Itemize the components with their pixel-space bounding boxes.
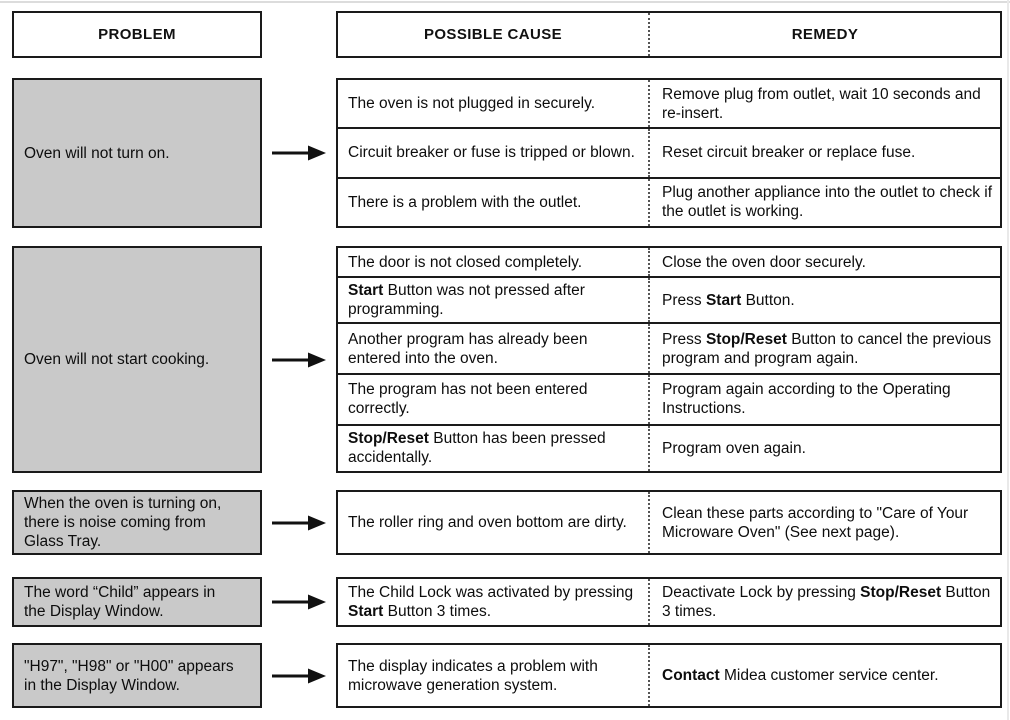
remedy-text: Reset circuit breaker or replace fuse.: [662, 144, 916, 162]
cause-text: The door is not closed completely.: [348, 253, 583, 271]
cause-cell: Start Button was not pressed after progr…: [338, 278, 650, 322]
cause-cell: Another program has already been entered…: [338, 323, 650, 374]
table-row: Start Button was not pressed after progr…: [338, 276, 1000, 322]
problem-box: The word “Child” appears in the Display …: [12, 577, 262, 627]
remedy-text: Plug another appliance into the outlet t…: [662, 184, 993, 221]
remedy-cell: Program again according to the Operating…: [650, 375, 1000, 423]
problem-text: Oven will not turn on.: [24, 144, 170, 162]
page-top-edge-line: [0, 1, 1010, 3]
cause-cell: The oven is not plugged in securely.: [338, 80, 650, 128]
problem-box: Oven will not turn on.: [12, 78, 262, 228]
remedy-text: Press Start Button.: [662, 291, 795, 309]
problem-text: The word “Child” appears in the Display …: [24, 584, 216, 620]
cause-remedy-rows: The display indicates a problem with mic…: [336, 643, 1002, 708]
troubleshooting-group: Oven will not start cooking. The door is…: [0, 246, 1010, 473]
remedy-text: Remove plug from outlet, wait 10 seconds…: [662, 85, 981, 122]
troubleshooting-group: When the oven is turning on, there is no…: [0, 490, 1010, 555]
cause-text: Start Button was not pressed after progr…: [348, 282, 585, 319]
cause-cell: The door is not closed completely.: [338, 248, 650, 277]
remedy-cell: Program oven again.: [650, 426, 1000, 471]
problem-header-label: PROBLEM: [98, 26, 176, 43]
remedy-text: Program again according to the Operating…: [662, 381, 951, 418]
remedy-text: Clean these parts according to "Care of …: [662, 504, 969, 541]
problem-column-header: PROBLEM: [12, 11, 262, 58]
troubleshooting-group: Oven will not turn on. The oven is not p…: [0, 78, 1010, 228]
table-row: Another program has already been entered…: [338, 321, 1000, 374]
troubleshooting-group: "H97", "H98" or "H00" appears in the Dis…: [0, 643, 1010, 708]
arrow-right-icon: [268, 246, 330, 473]
cause-text: Circuit breaker or fuse is tripped or bl…: [348, 144, 635, 162]
remedy-cell: Reset circuit breaker or replace fuse.: [650, 129, 1000, 176]
possible-cause-header-cell: POSSIBLE CAUSE: [338, 13, 650, 56]
cause-text: Another program has already been entered…: [348, 330, 588, 367]
cause-text: There is a problem with the outlet.: [348, 193, 582, 211]
arrow-right-icon: [268, 78, 330, 228]
arrow-right-icon: [268, 490, 330, 555]
remedy-text: Program oven again.: [662, 439, 806, 457]
cause-remedy-rows: The Child Lock was activated by pressing…: [336, 577, 1002, 627]
problem-box: Oven will not start cooking.: [12, 246, 262, 473]
cause-remedy-column-header: POSSIBLE CAUSE REMEDY: [336, 11, 1002, 58]
remedy-cell: Plug another appliance into the outlet t…: [650, 179, 1000, 226]
cause-cell: The roller ring and oven bottom are dirt…: [338, 492, 650, 553]
cause-text: The roller ring and oven bottom are dirt…: [348, 514, 627, 531]
cause-cell: The Child Lock was activated by pressing…: [338, 579, 650, 625]
remedy-cell: Remove plug from outlet, wait 10 seconds…: [650, 80, 1000, 127]
arrow-right-icon: [268, 643, 330, 708]
remedy-cell: Clean these parts according to "Care of …: [650, 492, 1000, 553]
problem-box: "H97", "H98" or "H00" appears in the Dis…: [12, 643, 262, 708]
table-row: The door is not closed completely. Close…: [338, 248, 1000, 277]
cause-cell: Stop/Reset Button has been pressed accid…: [338, 425, 650, 471]
cause-cell: There is a problem with the outlet.: [338, 178, 650, 226]
remedy-cell: Press Start Button.: [650, 278, 1000, 322]
remedy-cell: Press Stop/Reset Button to cancel the pr…: [650, 324, 1000, 373]
cause-remedy-rows: The roller ring and oven bottom are dirt…: [336, 490, 1002, 555]
remedy-cell: Contact Midea customer service center.: [650, 645, 1000, 706]
table-row: Stop/Reset Button has been pressed accid…: [338, 423, 1000, 471]
table-row: The display indicates a problem with mic…: [338, 645, 1000, 706]
troubleshooting-group: The word “Child” appears in the Display …: [0, 577, 1010, 627]
cause-cell: The display indicates a problem with mic…: [338, 645, 650, 706]
problem-text: "H97", "H98" or "H00" appears in the Dis…: [24, 657, 234, 694]
table-row: The oven is not plugged in securely. Rem…: [338, 80, 1000, 128]
cause-remedy-rows: The door is not closed completely. Close…: [336, 246, 1002, 473]
remedy-cell: Deactivate Lock by pressing Stop/Reset B…: [650, 579, 1000, 625]
cause-text: The display indicates a problem with mic…: [348, 657, 598, 694]
table-row: The Child Lock was activated by pressing…: [338, 579, 1000, 625]
problem-text: When the oven is turning on, there is no…: [24, 495, 222, 550]
table-row: Circuit breaker or fuse is tripped or bl…: [338, 127, 1000, 177]
cause-text: The program has not been entered correct…: [348, 381, 588, 418]
table-row: There is a problem with the outlet. Plug…: [338, 176, 1000, 226]
page-right-edge-line: [1007, 0, 1009, 720]
cause-text: The oven is not plugged in securely.: [348, 95, 596, 113]
arrow-right-icon: [268, 577, 330, 627]
remedy-text: Deactivate Lock by pressing Stop/Reset B…: [662, 584, 991, 620]
problem-text: Oven will not start cooking.: [24, 351, 210, 368]
remedy-text: Close the oven door securely.: [662, 253, 866, 271]
cause-text: The Child Lock was activated by pressing…: [348, 584, 634, 620]
table-row: The program has not been entered correct…: [338, 373, 1000, 424]
cause-cell: Circuit breaker or fuse is tripped or bl…: [338, 129, 650, 177]
cause-cell: The program has not been entered correct…: [338, 375, 650, 424]
remedy-text: Press Stop/Reset Button to cancel the pr…: [662, 330, 992, 367]
cause-text: Stop/Reset Button has been pressed accid…: [348, 430, 606, 467]
cause-remedy-rows: The oven is not plugged in securely. Rem…: [336, 78, 1002, 228]
remedy-text: Contact Midea customer service center.: [662, 667, 939, 684]
table-row: The roller ring and oven bottom are dirt…: [338, 492, 1000, 553]
remedy-cell: Close the oven door securely.: [650, 248, 1000, 276]
problem-box: When the oven is turning on, there is no…: [12, 490, 262, 555]
possible-cause-header-label: POSSIBLE CAUSE: [423, 26, 563, 43]
remedy-header-cell: REMEDY: [650, 13, 1000, 56]
remedy-header-label: REMEDY: [791, 26, 859, 43]
